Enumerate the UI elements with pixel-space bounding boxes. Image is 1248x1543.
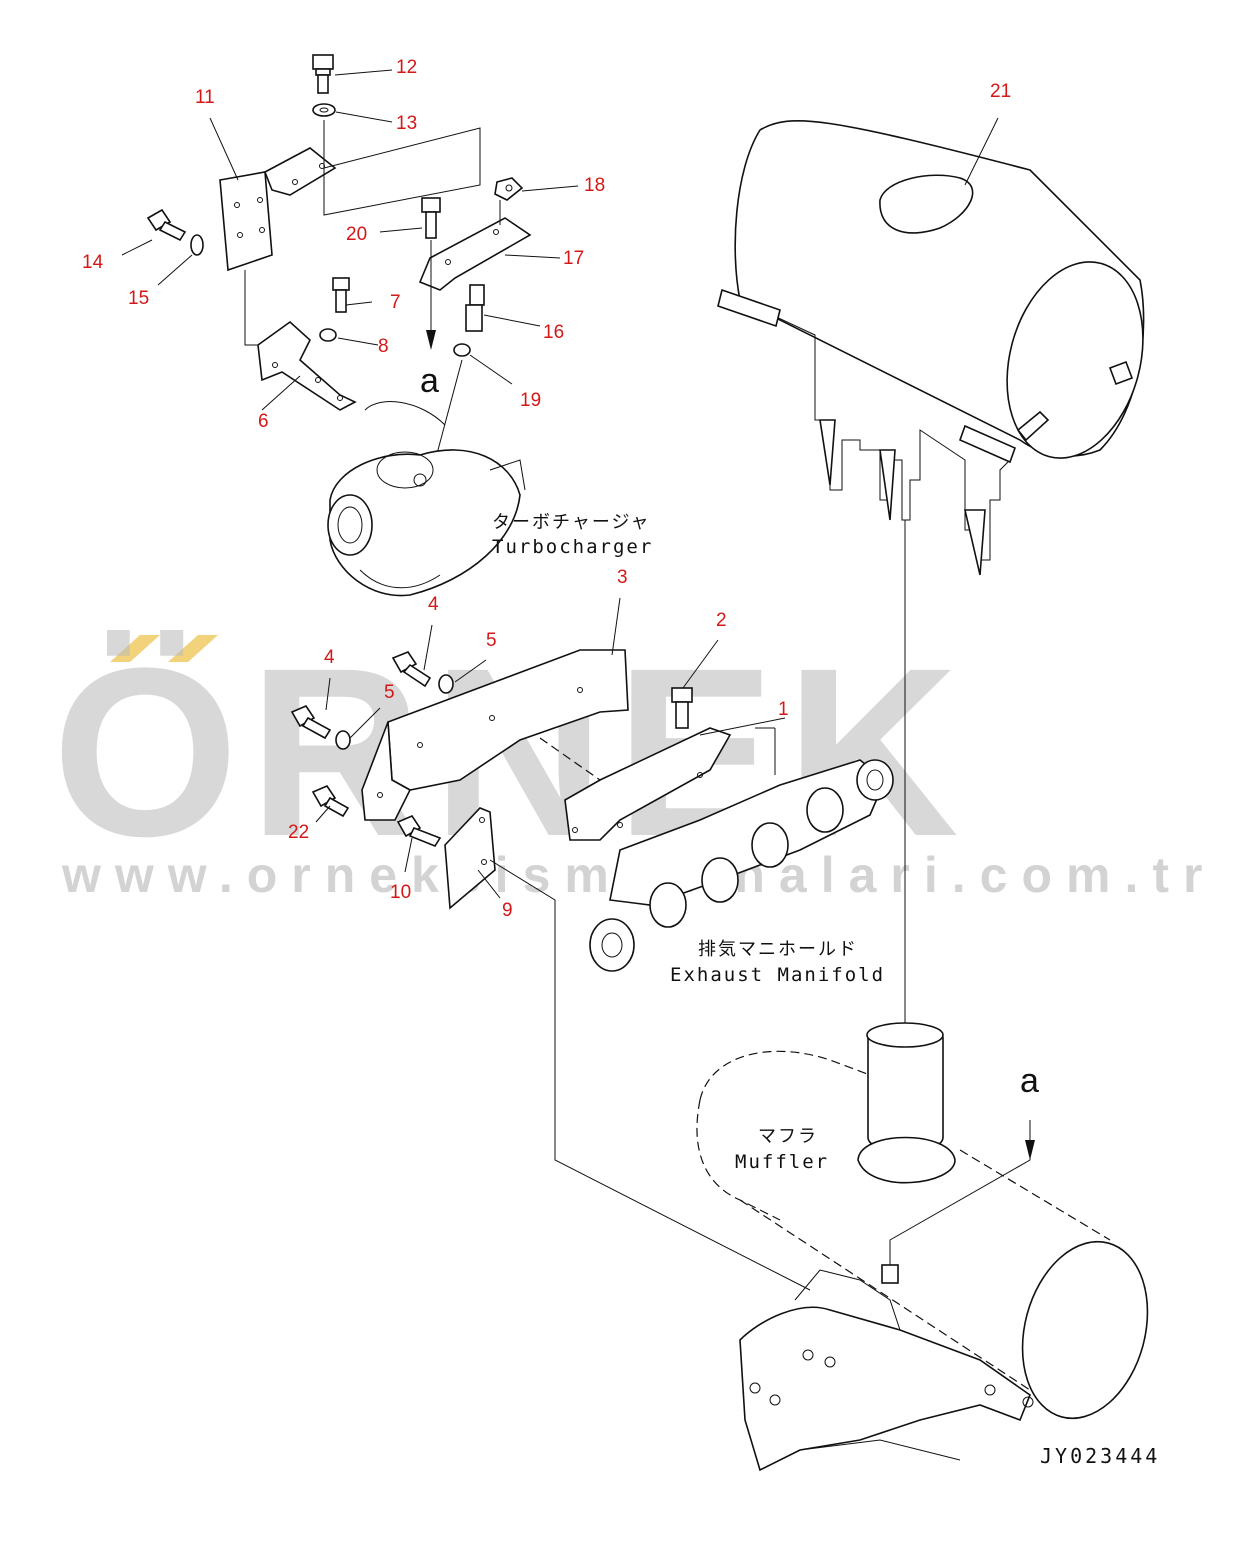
watermark-accent-right [168, 635, 218, 662]
part-5-washer-lower [335, 730, 351, 750]
reference-a-upper: a [420, 362, 439, 400]
part-1-bracket [564, 727, 732, 841]
muffler-label-jp: マフラ [758, 1126, 818, 1147]
exhaust-manifold-label-jp: 排気マニホールド [698, 939, 858, 960]
callout-5-upper[interactable]: 5 [486, 630, 497, 651]
part-15-washer [190, 234, 204, 256]
part-13-washer [312, 103, 336, 117]
callout-1[interactable]: 1 [778, 699, 789, 720]
part-5-washer-upper [438, 674, 454, 694]
callout-9[interactable]: 9 [502, 900, 513, 921]
muffler-label: Muffler [735, 1151, 829, 1173]
part-20-bolt [421, 197, 441, 239]
turbocharger-label: Turbocharger [492, 536, 653, 558]
part-7-bolt [332, 277, 350, 313]
callout-22[interactable]: 22 [288, 822, 309, 843]
callout-21[interactable]: 21 [990, 81, 1011, 102]
part-10-bolt [396, 815, 442, 847]
callout-5-lower[interactable]: 5 [384, 682, 395, 703]
part-11-bracket [219, 147, 337, 346]
part-12-bolt [312, 54, 334, 94]
callout-11[interactable]: 11 [195, 87, 215, 108]
callout-17[interactable]: 17 [563, 248, 584, 269]
part-4-bolt-upper [391, 651, 432, 688]
part-16-stud [465, 284, 485, 332]
callout-4-lower[interactable]: 4 [324, 647, 335, 668]
part-22-bolt [311, 785, 350, 818]
turbocharger-label-jp: ターボチャージャ [492, 512, 651, 533]
callout-15[interactable]: 15 [128, 288, 149, 309]
callout-4-upper[interactable]: 4 [428, 594, 439, 615]
watermark-brand: ÖRNEK [52, 618, 969, 886]
callout-10[interactable]: 10 [390, 882, 411, 903]
part-17-plate [418, 217, 532, 291]
callout-12[interactable]: 12 [396, 57, 417, 78]
turbocharger [327, 401, 526, 597]
callout-6[interactable]: 6 [258, 411, 269, 432]
part-21-muffler-cover [717, 120, 1145, 576]
callout-3[interactable]: 3 [617, 567, 628, 588]
part-4-bolt-lower [290, 705, 332, 740]
callout-18[interactable]: 18 [584, 175, 605, 196]
watermark-accent-left [110, 635, 160, 662]
callout-8[interactable]: 8 [378, 336, 389, 357]
callout-16[interactable]: 16 [543, 322, 564, 343]
part-8-washer [319, 328, 337, 342]
callout-14[interactable]: 14 [82, 252, 104, 273]
part-2-bolt [671, 687, 693, 729]
watermark: ÖRNEK www.orneksismakinalari.com.tr [52, 618, 1202, 903]
callout-2[interactable]: 2 [716, 610, 727, 631]
leader-lines [121, 69, 999, 899]
drawing-id: JY023444 [1040, 1444, 1160, 1468]
part-9-bracket [444, 807, 496, 910]
callout-20[interactable]: 20 [346, 224, 367, 245]
component-labels: ターボチャージャ Turbocharger 排気マニホールド Exhaust M… [420, 362, 1039, 1173]
exhaust-manifold-label: Exhaust Manifold [670, 964, 885, 986]
part-3-bracket [361, 649, 629, 821]
reference-a-lower: a [1020, 1062, 1039, 1100]
callout-13[interactable]: 13 [396, 113, 417, 134]
part-14-bolt [146, 208, 187, 242]
callout-19[interactable]: 19 [520, 390, 541, 411]
part-18-nut [494, 177, 524, 201]
callouts: 1 2 3 4 4 5 5 6 7 8 9 10 11 12 13 14 15 … [82, 57, 1011, 921]
part-19-washer [453, 343, 471, 357]
muffler [696, 1022, 1149, 1472]
exhaust-manifold [589, 759, 894, 972]
callout-7[interactable]: 7 [390, 292, 401, 313]
part-6-bracket [257, 320, 357, 411]
